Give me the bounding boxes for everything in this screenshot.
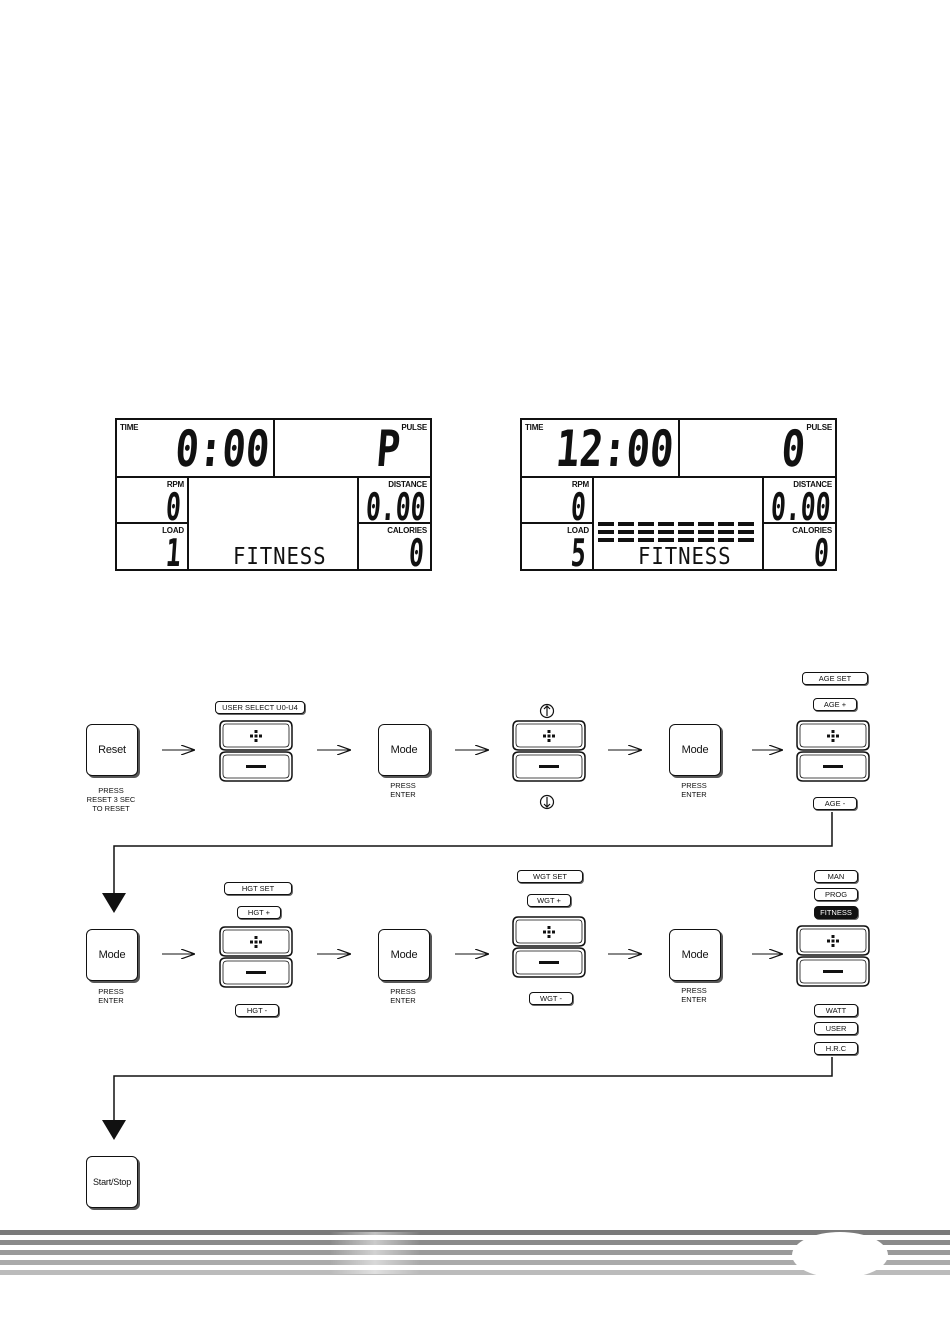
mode-button[interactable]: Mode xyxy=(378,724,430,776)
mode-button[interactable]: Mode xyxy=(378,929,430,981)
minus-icon xyxy=(823,970,843,973)
reset-button-label: Reset xyxy=(98,744,126,756)
minus-icon xyxy=(246,971,266,974)
calories-label: CALORIES xyxy=(792,526,832,535)
time-label: TIME xyxy=(120,423,139,432)
minus-icon xyxy=(246,765,266,768)
up-icon xyxy=(539,703,555,719)
distance-label: DISTANCE xyxy=(793,480,832,489)
program-man-label: MAN xyxy=(814,870,858,883)
footer-stripes xyxy=(0,1230,950,1280)
minus-icon xyxy=(539,961,559,964)
hgt-minus-label: HGT - xyxy=(235,1004,279,1017)
program-area: FITNESS xyxy=(189,478,357,570)
rpm-cell: RPM 0 xyxy=(117,478,189,529)
plus-icon xyxy=(827,730,839,742)
program-text: FITNESS xyxy=(233,544,327,570)
mode-button[interactable]: Mode xyxy=(669,929,721,981)
mode-button[interactable]: Mode xyxy=(86,929,138,981)
start-stop-label: Start/Stop xyxy=(92,1177,132,1187)
plus-icon xyxy=(827,935,839,947)
load-label: LOAD xyxy=(567,526,589,535)
minus-icon xyxy=(539,765,559,768)
pulse-cell: PULSE P xyxy=(275,420,430,478)
minus-icon xyxy=(823,765,843,768)
rpm-cell: RPM 0 xyxy=(522,478,594,529)
program-hrc-label: H.R.C xyxy=(814,1042,858,1055)
hgt-set-label: HGT SET xyxy=(224,882,292,895)
pulse-label: PULSE xyxy=(806,423,832,432)
rpm-label: RPM xyxy=(571,480,589,489)
mode-button[interactable]: Mode xyxy=(669,724,721,776)
calories-cell: CALORIES 0 xyxy=(762,524,835,575)
pulse-label: PULSE xyxy=(401,423,427,432)
plus-minus-rocker[interactable] xyxy=(512,719,586,783)
program-area: FITNESS xyxy=(594,478,762,570)
lcd-display-left: TIME 0:00 PULSE P RPM 0 LOAD 1 FITNESS D… xyxy=(115,418,432,575)
program-fitness-label: FITNESS xyxy=(814,906,858,919)
program-watt-label: WATT xyxy=(814,1004,858,1017)
plus-icon xyxy=(543,730,555,742)
start-stop-button[interactable]: Start/Stop xyxy=(86,1156,138,1208)
distance-label: DISTANCE xyxy=(388,480,427,489)
distance-cell: DISTANCE 0.00 xyxy=(762,478,835,529)
mode-button-label: Mode xyxy=(390,949,418,961)
rpm-label: RPM xyxy=(166,480,184,489)
press-enter-caption: PRESS ENTER xyxy=(390,781,416,799)
wgt-minus-label: WGT - xyxy=(529,992,573,1005)
program-prog-label: PROG xyxy=(814,888,858,901)
load-label: LOAD xyxy=(162,526,184,535)
down-icon xyxy=(539,794,555,810)
age-plus-label: AGE + xyxy=(813,698,857,711)
time-cell: TIME 12:00 xyxy=(522,420,680,478)
distance-cell: DISTANCE 0.00 xyxy=(357,478,430,529)
plus-icon xyxy=(250,936,262,948)
weight-rocker[interactable] xyxy=(512,915,586,979)
load-cell: LOAD 1 xyxy=(117,524,189,575)
press-enter-caption: PRESS ENTER xyxy=(98,987,124,1005)
time-label: TIME xyxy=(525,423,544,432)
age-minus-label: AGE - xyxy=(813,797,857,810)
reset-caption: PRESS RESET 3 SEC TO RESET xyxy=(86,786,136,813)
press-enter-caption: PRESS ENTER xyxy=(681,781,707,799)
page-number-oval xyxy=(792,1232,888,1278)
mode-button-label: Mode xyxy=(681,744,709,756)
program-text: FITNESS xyxy=(638,544,732,570)
press-enter-caption: PRESS ENTER xyxy=(681,986,707,1004)
age-rocker[interactable] xyxy=(796,719,870,783)
plus-minus-rocker[interactable] xyxy=(219,719,293,783)
press-enter-caption: PRESS ENTER xyxy=(390,987,416,1005)
pulse-cell: PULSE 0 xyxy=(680,420,835,478)
load-cell: LOAD 5 xyxy=(522,524,594,575)
plus-icon xyxy=(543,926,555,938)
user-select-label: USER SELECT U0-U4 xyxy=(215,701,305,714)
age-set-label: AGE SET xyxy=(802,672,868,685)
lcd-display-right: TIME 12:00 PULSE 0 RPM 0 LOAD 5 FITNESS … xyxy=(520,418,837,575)
program-rocker[interactable] xyxy=(796,924,870,988)
calories-cell: CALORIES 0 xyxy=(357,524,430,575)
plus-icon xyxy=(250,730,262,742)
reset-button[interactable]: Reset xyxy=(86,724,138,776)
program-user-label: USER xyxy=(814,1022,858,1035)
wgt-set-label: WGT SET xyxy=(517,870,583,883)
mode-button-label: Mode xyxy=(681,949,709,961)
mode-button-label: Mode xyxy=(98,949,126,961)
height-rocker[interactable] xyxy=(219,925,293,989)
calories-label: CALORIES xyxy=(387,526,427,535)
time-cell: TIME 0:00 xyxy=(117,420,275,478)
wgt-plus-label: WGT + xyxy=(527,894,571,907)
mode-button-label: Mode xyxy=(390,744,418,756)
level-bars xyxy=(598,522,758,544)
hgt-plus-label: HGT + xyxy=(237,906,281,919)
